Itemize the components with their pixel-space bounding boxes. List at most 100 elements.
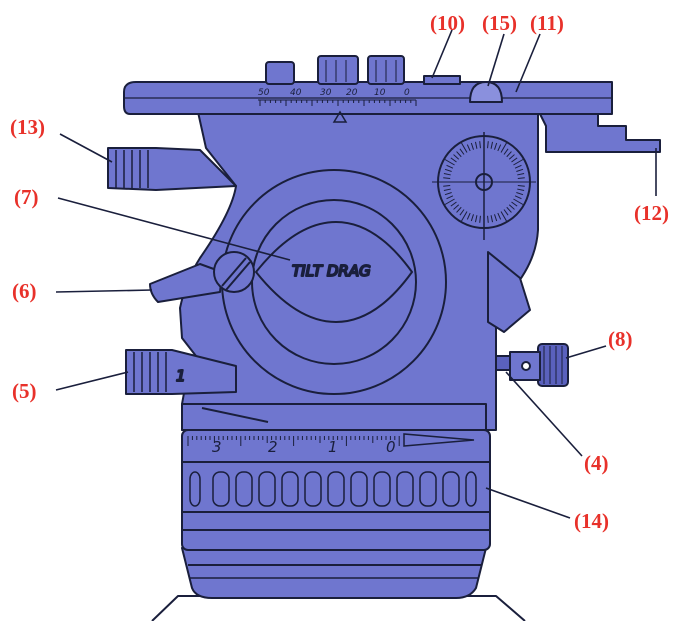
leader-5 (55, 371, 129, 391)
pan-scale-3: 3 (212, 438, 222, 456)
lever-mark: 1 (176, 367, 186, 385)
dial-tick (444, 192, 452, 196)
dial-tick (466, 144, 471, 152)
dial-tick (474, 215, 478, 223)
grip-slot (327, 471, 345, 507)
dial-tick (444, 159, 455, 166)
dial-tick (453, 154, 460, 160)
dial-tick (517, 172, 525, 176)
dial-tick (506, 151, 512, 158)
callout-15: (15) (482, 11, 517, 35)
leader-7 (57, 197, 291, 261)
dial-tick (490, 215, 494, 223)
dial-tick (479, 215, 481, 223)
leader-13 (59, 133, 113, 163)
grip-slot (235, 471, 253, 507)
lower-lock-lever (125, 349, 237, 395)
callout-14: (14) (574, 509, 609, 533)
pan-scale: 3 2 1 0 (212, 433, 475, 456)
dial-tick (461, 142, 468, 153)
dial-tick (470, 214, 474, 222)
dial-tick (456, 151, 462, 158)
dial-tick (446, 195, 454, 200)
grip-slot (189, 471, 201, 507)
grip-slot (212, 471, 230, 507)
grip-slot (442, 471, 460, 507)
top-knob-1 (265, 61, 295, 85)
dial-tick (450, 157, 457, 163)
dial-tick (474, 141, 478, 149)
dial-tick (443, 185, 451, 187)
tilt-scale-10: 10 (374, 88, 386, 98)
leader-6 (55, 289, 153, 293)
dial-tick (466, 212, 471, 220)
side-pin (495, 355, 511, 371)
dial-tick (503, 148, 509, 155)
plate-strip (423, 75, 461, 85)
callout-labels: (10) (15) (11) (13) (12) (7) (6) (8) (5)… (10, 11, 669, 533)
dial-tick (444, 198, 455, 205)
grip-slot (373, 471, 391, 507)
tilt-scale-50: 50 (258, 88, 270, 98)
dial-tick (508, 204, 515, 210)
grip-slot (419, 471, 437, 507)
pan-scale-pointer-icon (403, 433, 475, 447)
dial-tick (444, 168, 452, 172)
tilt-scale-30: 30 (320, 88, 332, 98)
dial-tick (443, 177, 451, 179)
tilt-scale-0: 0 (404, 88, 410, 98)
guard-plate (181, 403, 487, 431)
pan-drag-dial-ticks (439, 137, 529, 227)
dial-tick (517, 177, 525, 179)
dial-tick (479, 141, 481, 149)
lever-ridges (115, 150, 167, 392)
grip-slot (304, 471, 322, 507)
tilt-drag-label: TILT DRAG (292, 262, 371, 280)
leader-4 (505, 371, 583, 457)
tilt-scale-20: 20 (346, 88, 358, 98)
dial-tick (517, 188, 525, 192)
leader-11 (515, 33, 541, 93)
tilt-scale-40: 40 (290, 88, 302, 98)
dial-tick (511, 201, 518, 207)
dial-tick (459, 148, 465, 155)
dial-tick (503, 209, 509, 216)
dial-tick (516, 168, 524, 172)
dial-tick (494, 214, 498, 222)
dial-tick (514, 164, 522, 169)
callout-8: (8) (608, 327, 633, 351)
leader-14 (485, 487, 571, 519)
dial-tick (514, 195, 522, 200)
dial-tick (497, 144, 502, 152)
dial-tick (456, 206, 462, 213)
tripod-base-outline (151, 595, 526, 621)
dial-tick (443, 188, 451, 192)
dial-tick (516, 192, 524, 196)
dial-tick (508, 154, 515, 160)
dial-tick (490, 141, 494, 149)
dial-tick (487, 141, 489, 149)
dial-tick (500, 142, 507, 153)
side-lock-knob (537, 343, 569, 387)
dial-tick (487, 215, 489, 223)
dial-tick (497, 212, 502, 220)
leader-15 (487, 33, 505, 87)
grip-slot (465, 471, 477, 507)
dial-tick (494, 142, 498, 150)
bubble-level-icon (469, 81, 503, 103)
callout-12: (12) (634, 201, 669, 225)
callout-11: (11) (530, 11, 564, 35)
grip-slot (258, 471, 276, 507)
callout-6: (6) (12, 279, 37, 303)
callout-4: (4) (584, 451, 609, 475)
leader-8 (565, 345, 607, 359)
dial-tick (461, 211, 468, 222)
dial-tick (450, 201, 457, 207)
tilt-scale-pointer-icon (332, 110, 348, 123)
callout-5: (5) (12, 379, 37, 403)
tilt-scale: 50 40 30 20 10 0 (258, 88, 416, 123)
callout-13: (13) (10, 115, 45, 139)
tilt-drag-lens (255, 221, 413, 323)
pan-scale-2: 2 (268, 438, 278, 456)
